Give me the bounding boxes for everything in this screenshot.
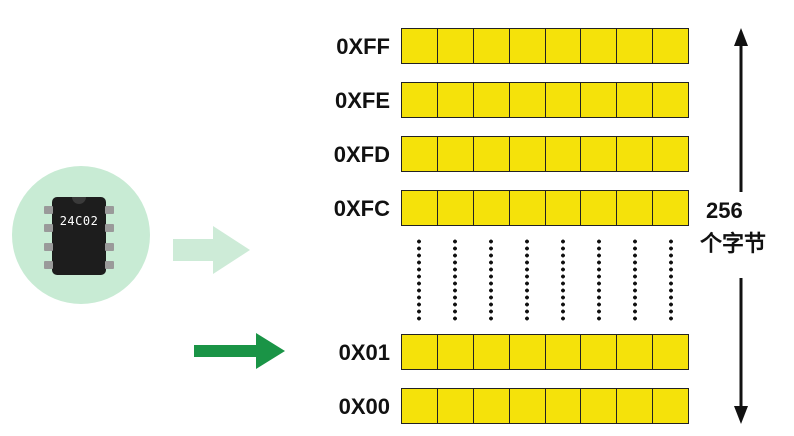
bit-cell xyxy=(509,29,546,63)
chip-notch xyxy=(72,197,86,204)
bit-cell xyxy=(545,191,582,225)
chip-pin xyxy=(44,243,53,251)
bit-cell xyxy=(402,335,438,369)
bit-cell xyxy=(402,137,438,171)
bit-cell xyxy=(617,191,654,225)
bit-cell xyxy=(473,389,510,423)
size-count: 256 xyxy=(706,198,743,223)
bit-cell xyxy=(617,389,654,423)
address-label: 0XFC xyxy=(333,196,390,221)
bit-cell xyxy=(581,389,618,423)
bit-cell xyxy=(653,389,688,423)
ellipsis-dots xyxy=(633,238,637,322)
bit-cell xyxy=(437,191,474,225)
arrow-down-icon xyxy=(734,406,748,424)
bit-cell xyxy=(617,29,654,63)
bit-cell xyxy=(581,83,618,117)
bit-cell xyxy=(617,137,654,171)
ellipsis-dots xyxy=(417,238,421,322)
chip-pin xyxy=(44,206,53,214)
bit-cell xyxy=(545,389,582,423)
address-label: 0XFE xyxy=(334,88,390,113)
bit-cell xyxy=(653,137,688,171)
bit-cell xyxy=(473,191,510,225)
ellipsis-dots xyxy=(453,238,457,322)
ellipsis-dots xyxy=(669,238,673,322)
bit-cell xyxy=(402,29,438,63)
memory-row xyxy=(401,136,689,172)
bit-cell xyxy=(473,137,510,171)
chip-pin xyxy=(105,243,114,251)
memory-row xyxy=(401,28,689,64)
bit-cell xyxy=(509,335,546,369)
pointer-arrow-icon xyxy=(194,333,285,369)
bit-cell xyxy=(653,83,688,117)
bit-cell xyxy=(509,389,546,423)
chip-pin xyxy=(44,261,53,269)
bit-cell xyxy=(509,137,546,171)
bit-cell xyxy=(545,29,582,63)
bit-cell xyxy=(402,389,438,423)
bit-cell xyxy=(581,137,618,171)
chip-pin xyxy=(105,224,114,232)
address-label: 0XFF xyxy=(336,34,390,59)
bit-cell xyxy=(545,137,582,171)
bit-cell xyxy=(437,137,474,171)
eeprom-chip-icon xyxy=(52,197,106,275)
chip-pin xyxy=(105,261,114,269)
bit-cell xyxy=(473,83,510,117)
ellipsis-dots xyxy=(561,238,565,322)
memory-row xyxy=(401,82,689,118)
bit-cell xyxy=(437,389,474,423)
address-label: 0X01 xyxy=(338,340,390,365)
bit-cell xyxy=(437,83,474,117)
bit-cell xyxy=(653,191,688,225)
memory-row xyxy=(401,334,689,370)
memory-row xyxy=(401,190,689,226)
faded-arrow-icon xyxy=(173,226,250,274)
bit-cell xyxy=(402,191,438,225)
bit-cell xyxy=(581,335,618,369)
address-label: 0X00 xyxy=(338,394,390,419)
chip-pin xyxy=(105,206,114,214)
bit-cell xyxy=(509,191,546,225)
bit-cell xyxy=(617,83,654,117)
address-label: 0XFD xyxy=(333,142,390,167)
bit-cell xyxy=(617,335,654,369)
ellipsis-dots xyxy=(597,238,601,322)
arrow-up-icon xyxy=(734,28,748,46)
chip-label: 24C02 xyxy=(59,214,99,228)
bit-cell xyxy=(545,335,582,369)
bit-cell xyxy=(509,83,546,117)
bit-cell xyxy=(581,191,618,225)
memory-row xyxy=(401,388,689,424)
bit-cell xyxy=(437,29,474,63)
bit-cell xyxy=(581,29,618,63)
bit-cell xyxy=(402,83,438,117)
chip-pin xyxy=(44,224,53,232)
ellipsis-dots xyxy=(489,238,493,322)
size-unit: 个字节 xyxy=(700,231,767,256)
bit-cell xyxy=(653,335,688,369)
ellipsis-dots xyxy=(525,238,529,322)
bit-cell xyxy=(653,29,688,63)
bit-cell xyxy=(473,29,510,63)
bit-cell xyxy=(437,335,474,369)
bit-cell xyxy=(473,335,510,369)
bit-cell xyxy=(545,83,582,117)
